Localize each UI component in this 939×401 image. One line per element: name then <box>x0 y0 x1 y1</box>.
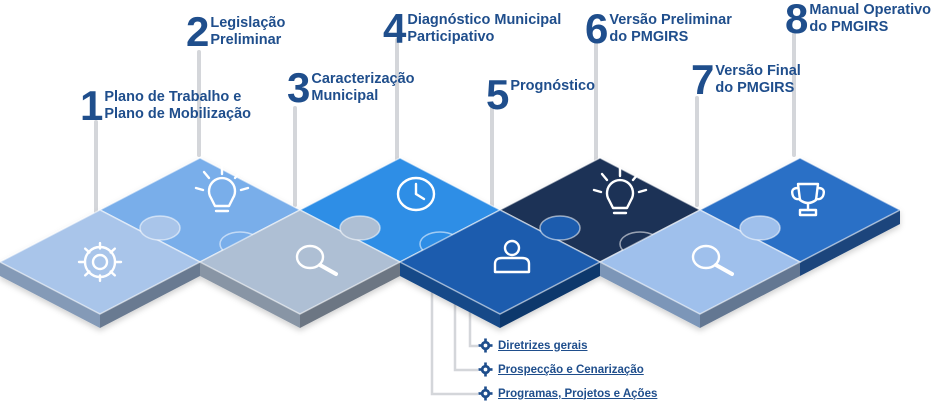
step-label-5: 5 Prognóstico <box>486 71 595 118</box>
step-title-line: do PMGIRS <box>809 19 889 35</box>
step-number: 2 <box>186 8 209 55</box>
step-title: Legislação Preliminar <box>210 14 285 49</box>
step-label-2: 2 Legislação Preliminar <box>186 8 285 55</box>
step-label-8: 8 Manual Operativo do PMGIRS <box>785 0 931 42</box>
step-label-6: 6 Versão Preliminar do PMGIRS <box>585 5 732 52</box>
puzzle-knob <box>539 215 581 241</box>
step-label-3: 3 Caracterização Municipal <box>287 64 415 111</box>
piece-side-left <box>0 262 100 328</box>
step-title-line: Versão Preliminar <box>609 12 732 28</box>
step-title-line: Versão Final <box>715 63 801 79</box>
gear-icon <box>77 241 123 283</box>
gear-icon <box>478 362 493 377</box>
puzzle-knob <box>139 215 181 241</box>
step-title-line: do PMGIRS <box>609 29 689 45</box>
step-title-line: Preliminar <box>210 32 282 48</box>
puzzle-piece-1 <box>0 209 202 328</box>
connector-lines <box>94 32 796 214</box>
sub-item-programas[interactable]: Programas, Projetos e Ações <box>478 386 657 401</box>
magnifier-icon <box>295 244 338 276</box>
step-title: Plano de Trabalho e Plano de Mobilização <box>104 88 251 123</box>
step-title-line: Manual Operativo <box>809 2 932 18</box>
step-title-line: Participativo <box>407 29 495 45</box>
piece-side-right <box>800 210 900 276</box>
magnifier-icon <box>691 244 734 276</box>
step-number: 8 <box>785 0 808 42</box>
step-title: Versão Final do PMGIRS <box>715 62 800 97</box>
step-title-line: do PMGIRS <box>715 80 795 96</box>
step-title-line: Prognóstico <box>510 78 595 94</box>
piece-side-right <box>100 262 200 328</box>
lightbulb-icon <box>194 164 250 213</box>
puzzle-knob <box>739 215 781 241</box>
puzzle-knob <box>339 215 381 241</box>
sub-item-diretrizes[interactable]: Diretrizes gerais <box>478 338 588 353</box>
step-title-line: Legislação <box>210 15 286 31</box>
puzzle-piece-7 <box>598 209 802 328</box>
trophy-icon <box>790 182 826 217</box>
sub-item-label: Diretrizes gerais <box>498 339 588 352</box>
sub-item-label: Prospecção e Cenarização <box>498 363 644 376</box>
step-label-7: 7 Versão Final do PMGIRS <box>691 56 801 103</box>
step-title-line: Plano de Trabalho e <box>104 89 242 105</box>
step-number: 5 <box>486 71 509 118</box>
step-title-line: Plano de Mobilização <box>104 106 251 122</box>
step-title: Prognóstico <box>510 77 595 95</box>
piece-side-left <box>400 262 500 328</box>
step-title: Manual Operativo do PMGIRS <box>809 1 931 36</box>
step-number: 4 <box>383 5 406 52</box>
step-number: 1 <box>80 82 103 129</box>
puzzle-piece-5 <box>398 209 602 328</box>
clock-icon <box>396 176 436 212</box>
piece-side-right <box>500 262 600 328</box>
step-title: Diagnóstico Municipal Participativo <box>407 11 561 46</box>
step-label-4: 4 Diagnóstico Municipal Participativo <box>383 5 561 52</box>
step-title-line: Diagnóstico Municipal <box>407 12 562 28</box>
lightbulb-icon <box>592 166 648 215</box>
gear-icon <box>478 338 493 353</box>
piece-side-right <box>700 262 800 328</box>
piece-side-left <box>200 262 300 328</box>
step-title-line: Caracterização <box>311 71 415 87</box>
piece-side-left <box>600 262 700 328</box>
person-icon <box>493 239 531 274</box>
step-number: 3 <box>287 64 310 111</box>
step-number: 6 <box>585 5 608 52</box>
piece-side-right <box>300 262 400 328</box>
gear-icon <box>478 386 493 401</box>
step-title: Versão Preliminar do PMGIRS <box>609 11 732 46</box>
step-title: Caracterização Municipal <box>311 70 414 105</box>
sub-item-label: Programas, Projetos e Ações <box>498 387 658 400</box>
sub-item-prospeccao[interactable]: Prospecção e Cenarização <box>478 362 644 377</box>
step-label-1: 1 Plano de Trabalho e Plano de Mobilizaç… <box>80 82 251 129</box>
step-number: 7 <box>691 56 714 103</box>
step-title-line: Municipal <box>311 88 379 104</box>
